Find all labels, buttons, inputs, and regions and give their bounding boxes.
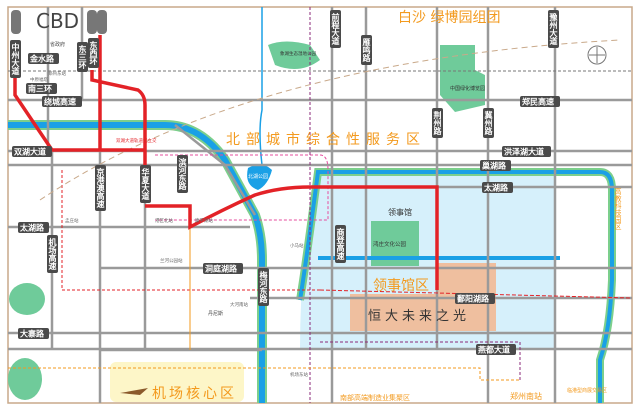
south-station: 郑州南站	[510, 391, 542, 401]
river-blue-line	[259, 7, 263, 166]
road-label-bg	[432, 108, 443, 138]
metro-train-icon	[11, 10, 107, 34]
road-label-bg	[361, 35, 372, 65]
road-label-bg	[42, 96, 82, 107]
road-label-bg	[203, 263, 243, 274]
road-label: 双湖大道	[14, 147, 46, 157]
road-label: 机场高速	[48, 237, 57, 271]
road-label: 洞庭湖路	[205, 264, 238, 274]
park-west2	[8, 358, 42, 400]
dashed-lines	[8, 7, 633, 403]
station-label: 康平湖站	[195, 217, 213, 224]
cbd-title: CBD	[36, 9, 79, 33]
poi-label: 丹尼斯	[208, 310, 223, 317]
road-label-bg	[177, 155, 188, 193]
park-hongzhuang-label: 鸿庄文化公园	[373, 240, 407, 248]
road-label: 燕都大道	[478, 345, 510, 355]
airport-core-area	[110, 362, 244, 402]
road-label-bg	[520, 96, 560, 107]
zone-trade: 临港型商展交易区	[567, 387, 607, 394]
park-west1	[9, 283, 45, 315]
road-label: 巢湖路	[481, 161, 507, 171]
road-label: 南三环	[28, 84, 52, 94]
road-label: 东三环	[78, 44, 87, 70]
road-label-bg	[28, 53, 59, 64]
station-label: 大河南站	[230, 301, 248, 308]
beihu-lake	[247, 164, 272, 190]
airplane-icon	[120, 388, 148, 395]
road-label: 鄱阳湖路	[456, 294, 490, 304]
road-label: 商登高速	[335, 227, 345, 261]
park-xianghu	[268, 41, 320, 69]
road-label-bg	[480, 160, 511, 171]
road-label-bg	[476, 344, 516, 355]
road-labels: 金水路南三环绕城高速双湖大道郑民高速洪泽湖大道巢湖路太湖路太湖路洞庭湖路大寨路鄱…	[10, 10, 560, 355]
road-label: 梅河东路	[258, 270, 268, 304]
road-label: 太湖路	[483, 183, 509, 193]
station-label: 港区北站	[155, 217, 173, 224]
park-beihu-label: 北湖公园	[248, 173, 268, 180]
metro-line	[13, 35, 439, 290]
road-label-bg	[335, 225, 346, 263]
road-label-bg	[95, 165, 106, 211]
road-label: 郑民高速	[522, 97, 554, 107]
zone-consulate: 领事馆区	[373, 278, 429, 294]
compass-icon	[587, 45, 607, 65]
road-label-bg	[482, 182, 513, 193]
zone-service: 北部城市综合性服务区	[226, 131, 426, 148]
road-label: 中州大道	[11, 42, 20, 76]
road-label: 东西环	[89, 40, 98, 66]
zone-project: 恒大未来之光	[368, 309, 470, 324]
road-label: 滨河东路	[177, 157, 187, 191]
station-label: 兰河公园站	[160, 257, 183, 264]
road-label: 冀州路	[483, 110, 493, 136]
road-label-bg	[10, 40, 21, 78]
road-label: 荆州路	[432, 110, 442, 136]
road-label-bg	[483, 108, 494, 138]
station-label: 机场东站	[290, 371, 308, 378]
road-label: 大寨路	[20, 329, 45, 339]
road-label: 京港澳高速	[95, 167, 105, 209]
station-label: 小马站	[290, 242, 304, 249]
park-lvbo	[440, 45, 485, 112]
zz-tower: 中原福塔	[30, 76, 48, 83]
road-label-bg	[88, 38, 99, 68]
road-label-bg	[455, 293, 495, 304]
road-label: 绕城高速	[44, 97, 76, 107]
road-label: 雁鸣路	[361, 38, 371, 63]
road-label: 华夏大道	[140, 167, 150, 201]
station-label: 孟庄站	[65, 217, 79, 224]
road-label-bg	[330, 10, 341, 48]
road-label: 洪泽湖大道	[504, 147, 544, 157]
road-label-bg	[77, 42, 88, 72]
road-label-bg	[12, 146, 52, 157]
zz-station: 郑州东站	[48, 70, 66, 77]
road-label-bg	[258, 268, 269, 306]
zone-airport: 机场核心区	[152, 386, 237, 402]
road-label: 前程大道	[331, 12, 340, 46]
interchange: 双湖大道轨道式立交	[116, 137, 157, 144]
consulate-building: 领事馆	[388, 207, 412, 217]
zone-north: 白沙 绿博园组团	[398, 9, 500, 26]
zone-south-industry: 南部高端制造业集聚区	[340, 393, 410, 402]
road-label-bg	[26, 83, 57, 94]
road-label-bg	[18, 328, 49, 339]
road-label-bg	[502, 146, 551, 157]
zone-higher-edu: 高教科技园区	[614, 187, 622, 230]
road-label-bg	[548, 10, 559, 48]
park-lvbo-label: 中国绿化博览园	[450, 85, 485, 92]
road-label: 豫州大道	[549, 12, 558, 46]
road-label-bg	[140, 165, 151, 203]
road-label: 太湖路	[19, 223, 45, 233]
road-label-bg	[47, 235, 58, 273]
road-label: 金水路	[29, 54, 55, 64]
province-gov: 省政府	[50, 41, 65, 48]
road-label-bg	[18, 222, 49, 233]
park-xianghu-label: 象湖生态湿地公园	[280, 50, 316, 57]
